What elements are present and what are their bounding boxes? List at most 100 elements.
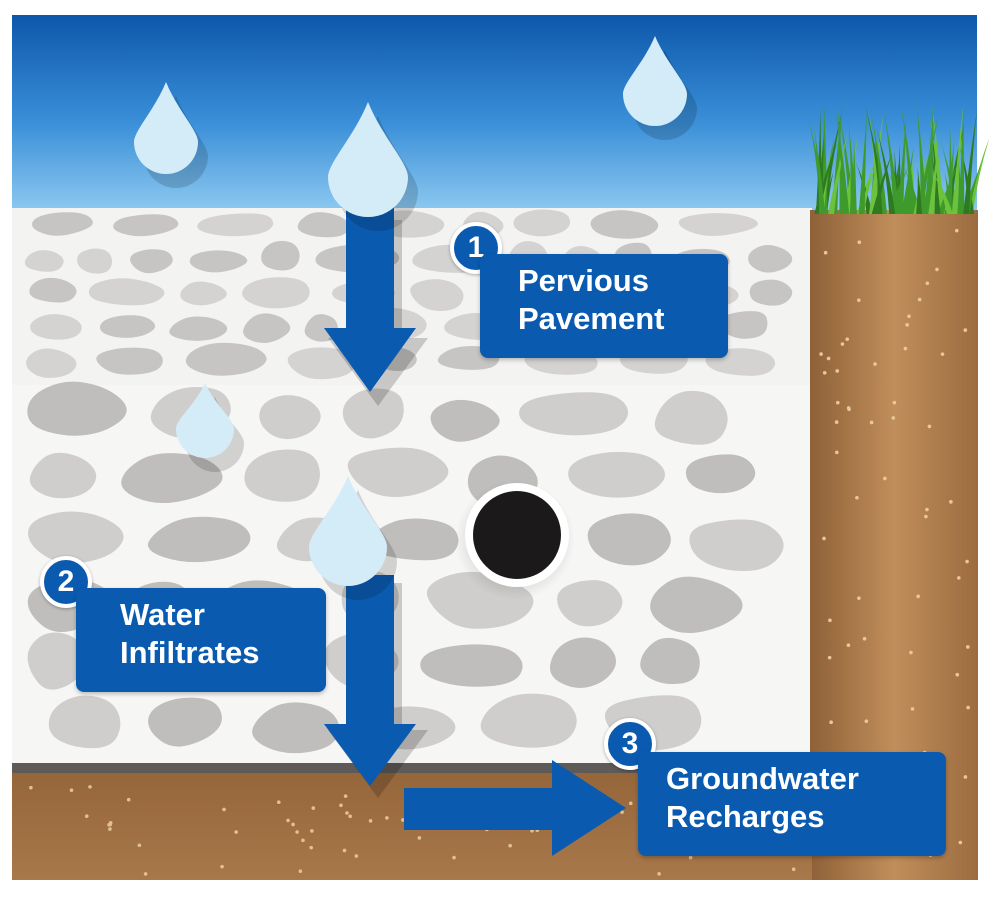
soil-speck: [348, 814, 352, 819]
soil-edge-line: [12, 763, 812, 773]
soil-speck: [126, 797, 131, 802]
stone: [342, 388, 404, 439]
step-3-line-2: Recharges: [666, 799, 825, 834]
soil-speck: [924, 514, 928, 519]
soil-speck: [965, 559, 969, 564]
stone: [96, 347, 163, 375]
stone: [26, 348, 77, 378]
stone: [147, 516, 251, 563]
soil-speck: [925, 507, 929, 512]
soil-speck: [835, 400, 840, 405]
raindrops: [134, 36, 697, 600]
stone: [185, 342, 267, 376]
step-1-line-2: Pavement: [518, 301, 665, 336]
soil-speck: [309, 845, 314, 850]
soil-speck: [835, 450, 839, 455]
soil-speck: [957, 576, 961, 580]
grass-blade: [931, 150, 941, 214]
grass-icon: [808, 97, 989, 214]
stone: [28, 511, 124, 564]
stone: [654, 390, 728, 445]
stone: [590, 210, 659, 239]
soil-speck: [508, 843, 512, 848]
stone: [148, 697, 222, 747]
soil-speck: [620, 810, 624, 814]
soil-speck: [628, 801, 633, 806]
stone: [48, 695, 121, 749]
grass-blade: [828, 131, 849, 214]
arrow-right-icon: [404, 760, 626, 856]
grass-blade: [951, 103, 964, 214]
stone: [480, 693, 577, 748]
step-3-line-1: Groundwater: [666, 761, 859, 796]
soil-speck: [857, 596, 861, 600]
soil-speck: [822, 536, 826, 541]
soil-speck: [963, 328, 968, 332]
soil-speck: [862, 636, 867, 641]
soil-speck: [828, 618, 832, 623]
soil-speck: [84, 814, 89, 818]
stone: [242, 277, 310, 309]
stone: [24, 250, 64, 272]
grass-blade: [858, 110, 867, 214]
soil-speck: [846, 406, 851, 410]
stone: [568, 451, 666, 498]
soil-speck: [417, 836, 422, 840]
drain-pipe-hole: [473, 491, 561, 579]
step-2-line-1: Water: [120, 597, 205, 632]
soil-speck: [234, 830, 238, 834]
soil-speck: [822, 371, 827, 375]
stone: [113, 214, 179, 237]
step-3-label: Groundwater Recharges: [638, 752, 946, 856]
soil-speck: [823, 250, 828, 255]
soil-speck: [966, 705, 970, 710]
stone: [587, 513, 671, 566]
soil-speck: [137, 843, 142, 848]
soil-speck: [834, 420, 839, 424]
stone: [252, 702, 340, 754]
stone: [685, 454, 756, 494]
grass-blade: [929, 167, 953, 214]
soil-speck: [401, 818, 405, 822]
grass-blade: [897, 113, 907, 214]
raindrop-icon: [328, 102, 408, 217]
soil-speck: [910, 707, 915, 711]
soil-speck: [925, 281, 930, 286]
soil-speck: [873, 362, 877, 366]
soil-speck: [869, 420, 874, 425]
soil-speck: [339, 803, 343, 808]
stone: [689, 519, 784, 571]
soil-speck: [903, 346, 908, 351]
stone: [261, 240, 300, 271]
step-2-badge: 2: [40, 556, 92, 608]
soil-speck: [855, 495, 859, 500]
soil-speck: [845, 337, 850, 341]
stone: [121, 453, 223, 504]
arrow-down-2-icon: [324, 575, 416, 786]
grass-blade: [945, 140, 955, 214]
raindrop-icon: [176, 383, 234, 458]
grass-blade: [923, 158, 932, 214]
soil-speck: [909, 650, 913, 655]
grass-blade: [916, 166, 923, 214]
soil-speck: [958, 840, 963, 845]
stone: [557, 580, 623, 627]
soil-speck: [917, 297, 922, 302]
soil-speck: [949, 500, 953, 504]
stone: [420, 644, 523, 687]
soil-speck: [819, 352, 823, 356]
stone: [748, 244, 793, 273]
soil-speck: [69, 788, 74, 793]
soil-speck: [916, 594, 920, 599]
soil-speck: [935, 267, 939, 272]
grass-blade: [871, 153, 893, 214]
grass-blade: [927, 104, 933, 214]
soil-speck: [301, 838, 305, 843]
step-1-label: Pervious Pavement: [480, 254, 728, 358]
soil-speck: [298, 869, 303, 873]
grass-blade: [813, 124, 826, 214]
soil-speck: [108, 822, 112, 827]
grass-blade: [882, 107, 900, 214]
soil-speck: [345, 811, 349, 815]
stone: [244, 449, 320, 502]
